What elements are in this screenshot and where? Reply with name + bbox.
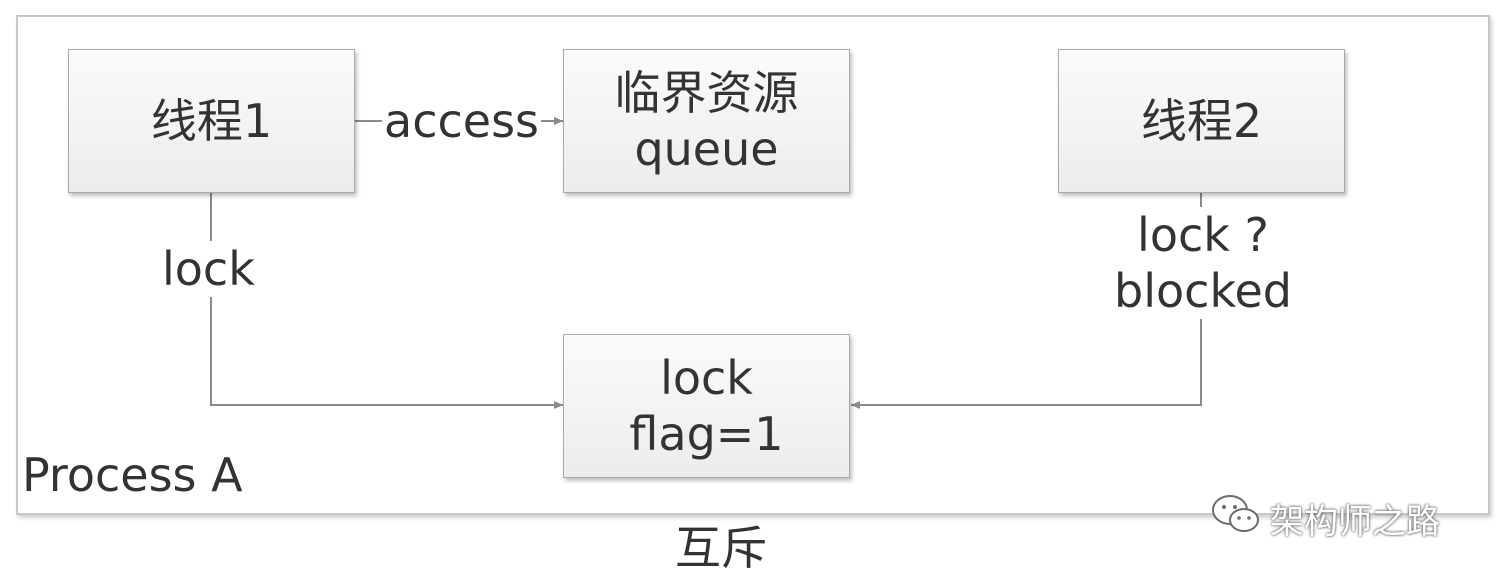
lock-label: lock (660, 351, 753, 405)
watermark-text: 架构师之路 (1270, 502, 1440, 542)
wechat-icon (1210, 493, 1262, 544)
critical-resource-name: queue (634, 122, 779, 176)
thread2-lock-edge-label: lock ? blocked (1108, 207, 1298, 319)
lock-flag-label: flag=1 (629, 407, 784, 461)
thread2-box: 线程2 (1058, 49, 1345, 193)
diagram-caption: 互斥 (675, 521, 767, 575)
process-a-label: Process A (22, 448, 243, 502)
thread2-label: 线程2 (1140, 94, 1263, 148)
thread1-lock-connector (210, 192, 563, 409)
thread1-box: 线程1 (68, 49, 355, 193)
critical-resource-label: 临界资源 (614, 66, 799, 120)
thread2-lock-query: lock ? (1137, 208, 1269, 262)
thread1-lock-edge-label: lock (160, 241, 257, 297)
watermark: 架构师之路 (1210, 493, 1440, 544)
thread1-label: 线程1 (150, 94, 273, 148)
access-edge-label: access (382, 93, 542, 149)
lock-box: lock flag=1 (563, 334, 850, 478)
critical-resource-box: 临界资源 queue (563, 49, 850, 193)
thread2-blocked: blocked (1114, 264, 1292, 318)
